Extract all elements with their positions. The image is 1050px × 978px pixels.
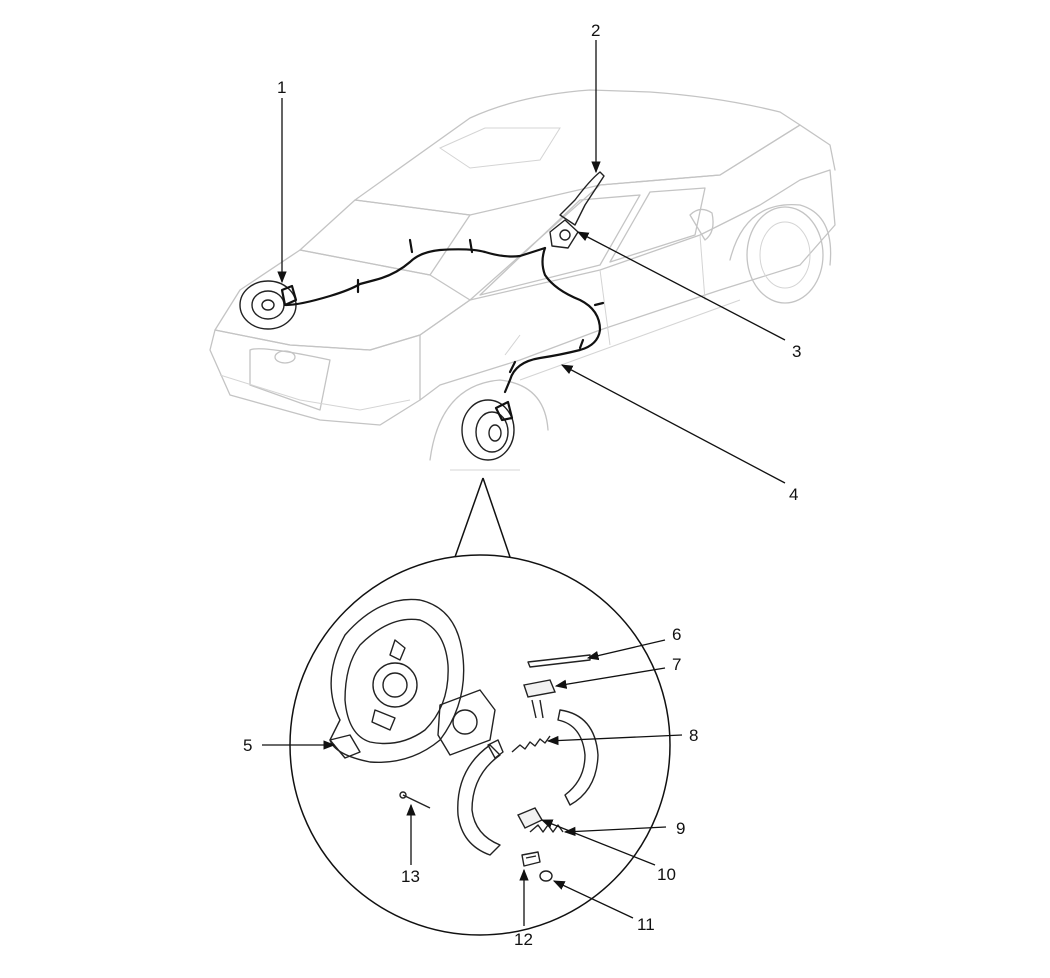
callout-13: 13	[401, 867, 420, 886]
washer	[539, 870, 553, 882]
callout-9: 9	[676, 819, 685, 838]
adjuster	[523, 679, 556, 698]
brake-shoe-right	[557, 709, 599, 806]
callout-10: 10	[657, 865, 676, 884]
callout-4: 4	[789, 485, 798, 504]
callout-8: 8	[689, 726, 698, 745]
parking-brake-lever	[559, 171, 605, 226]
right-rear-disc	[461, 399, 515, 461]
callout-6: 6	[672, 625, 681, 644]
exploded-parts	[329, 598, 599, 882]
rear-cable-right	[503, 246, 602, 394]
callout-labels: 1 2 3 4 5 6 7 8 9 10 11 12 13	[243, 21, 801, 949]
callout-7: 7	[672, 655, 681, 674]
callout-2: 2	[591, 21, 600, 40]
gasket-plate	[437, 689, 496, 756]
callout-11: 11	[637, 915, 655, 934]
leader-lines	[262, 40, 786, 926]
callout-12: 12	[514, 930, 533, 949]
brake-shoe-left	[457, 744, 501, 856]
detail-magnifier	[289, 477, 671, 936]
callout-1: 1	[277, 78, 286, 97]
callout-5: 5	[243, 736, 252, 755]
rear-cable-left	[284, 246, 547, 307]
hold-down-spring	[521, 851, 541, 867]
hold-down-pin	[402, 794, 431, 809]
callout-3: 3	[792, 342, 801, 361]
backing-plate	[329, 598, 465, 764]
brake-system-on-car	[239, 171, 605, 461]
strut	[527, 654, 591, 668]
car-body-outline	[209, 89, 836, 471]
upper-spring	[511, 735, 551, 753]
